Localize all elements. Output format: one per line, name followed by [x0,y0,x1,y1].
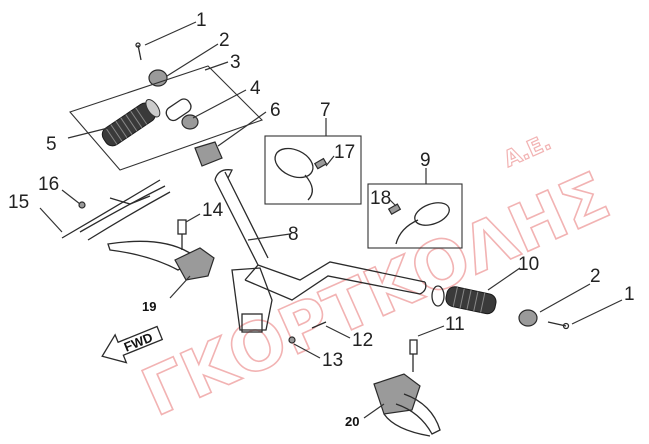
callout-7: 7 [320,100,331,121]
callout-3: 3 [230,52,241,73]
callout-4: 4 [250,78,261,99]
callout-19: 19 [142,299,156,314]
callout-8: 8 [288,224,299,245]
watermark-suffix: Α.Ε. [500,130,555,173]
callout-labels: 1 2 3 4 5 6 7 8 9 10 11 12 13 14 15 16 1… [8,10,635,429]
top-weight [148,69,168,87]
callout-10: 10 [518,254,539,275]
switch-housing [194,141,223,167]
top-bolt [135,42,142,61]
left-lever [107,219,215,281]
callout-14: 14 [202,200,224,221]
left-grip-group [69,65,264,171]
callout-13: 13 [322,350,343,371]
direction-label: FWD [122,330,155,355]
callout-5: 5 [46,134,57,155]
callout-9: 9 [420,150,431,171]
callout-15: 15 [8,192,29,213]
callout-18: 18 [370,188,391,209]
callout-16: 16 [38,174,59,195]
callout-6: 6 [270,100,281,121]
right-mirror-group [367,183,463,249]
brake-cables [61,179,171,241]
right-lever [373,373,441,437]
callout-2-top: 2 [219,30,230,51]
small-fasteners [288,321,418,372]
leader-lines [39,21,623,419]
callout-11: 11 [445,314,465,335]
callout-1-right: 1 [624,284,635,305]
callout-1-top: 1 [196,10,207,31]
handlebar-tube [214,169,427,333]
right-grip [431,285,570,330]
left-mirror-group [264,135,362,205]
callout-2-right: 2 [590,266,601,287]
callout-20: 20 [345,414,359,429]
callout-12: 12 [352,330,373,351]
callout-17: 17 [334,142,355,163]
